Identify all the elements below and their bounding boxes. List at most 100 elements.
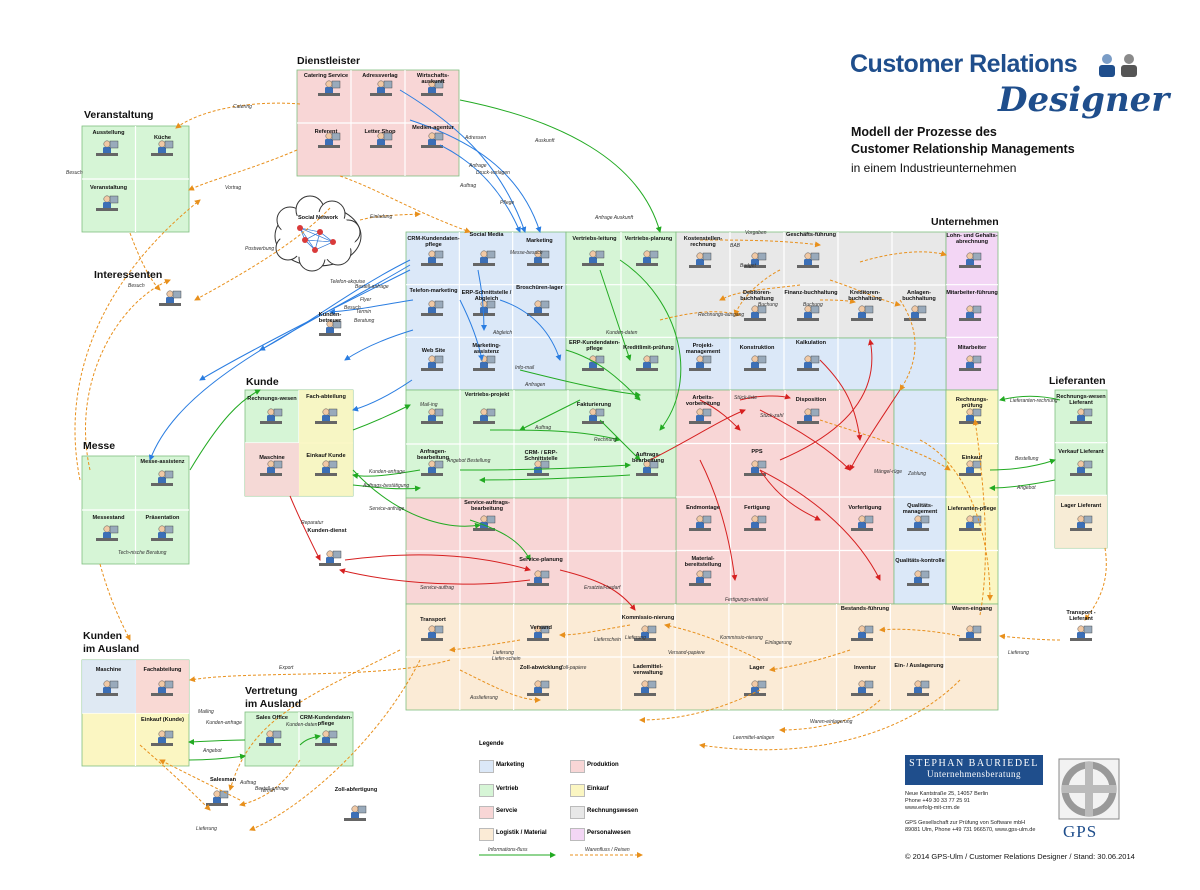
flow-arrow	[733, 269, 781, 316]
flow-label: Postwerbung	[245, 246, 275, 252]
flow-arrow	[739, 393, 791, 401]
group-unternehmen: Unternehmen	[931, 216, 999, 228]
cell-label-broschuerenlager: Broschüren-lager	[516, 285, 563, 291]
person-icon	[914, 680, 922, 688]
person-icon	[914, 515, 922, 523]
legend-swatch	[479, 806, 494, 819]
monitor-icon	[357, 805, 367, 814]
flow-arrow	[439, 144, 521, 233]
flow-label: Bestell-anfrage	[255, 786, 289, 792]
desk-icon	[527, 583, 549, 586]
group-vertretung-line2: im Ausland	[245, 698, 302, 710]
person-icon	[1077, 460, 1085, 468]
cell-label-kalkulation: Kalkulation	[795, 340, 827, 346]
flow-arrow	[139, 744, 211, 811]
gps-address: GPS Gesellschaft zur Prüfung von Softwar…	[905, 820, 1035, 834]
cell-label-adressverlag: Adressverlag	[362, 73, 398, 79]
monitor-icon	[164, 680, 174, 689]
desk-icon	[959, 421, 981, 424]
legend-swatch	[570, 784, 585, 797]
flow-arrow	[249, 659, 421, 831]
page-title-line1: Modell der Prozesse des	[851, 125, 997, 139]
flow-arrow	[779, 339, 874, 461]
monitor-icon	[649, 250, 659, 259]
flow-arrow	[1084, 547, 1107, 621]
person-icon	[966, 355, 974, 363]
cell-label-praesentation: Präsentation	[145, 515, 180, 521]
monitor-icon	[757, 680, 767, 689]
flow-label: Buchung	[803, 302, 823, 308]
page-title: Modell der Prozesse des Customer Relatio…	[851, 124, 1075, 158]
person-icon	[377, 80, 385, 88]
person-icon	[158, 140, 166, 148]
monitor-icon	[972, 355, 982, 364]
desk-icon	[907, 528, 929, 531]
gps-address-line2: 89081 Ulm, Phone +49 731 966570, www.gps…	[905, 827, 1036, 833]
desk-icon	[151, 743, 173, 746]
monitor-icon	[1083, 408, 1093, 417]
person-icon	[166, 290, 174, 298]
desk-icon	[959, 368, 981, 371]
desk-icon	[96, 208, 118, 211]
monitor-icon	[434, 80, 444, 89]
person-icon	[1077, 515, 1085, 523]
person-icon	[322, 460, 330, 468]
cell-label-lager-lieferant: Lager Lieferant	[1060, 503, 1102, 509]
legend-label: Marketing	[496, 762, 525, 768]
cell-label-zollabfertigung: Zoll-abfertigung	[334, 787, 378, 793]
monitor-icon	[109, 140, 119, 149]
monitor-icon	[649, 355, 659, 364]
cell-label-mitarbeiter: Mitarbeiter	[957, 345, 987, 351]
flow-arrow	[99, 563, 131, 641]
desk-icon	[797, 368, 819, 371]
copyright: © 2014 GPS-Ulm / Customer Relations Desi…	[905, 852, 1135, 861]
desk-icon	[797, 265, 819, 268]
flow-arrow	[699, 459, 738, 581]
desk-icon	[744, 693, 766, 696]
person-icon	[480, 515, 488, 523]
cell-label-lager: Lager	[749, 665, 765, 671]
group-kunde: Kunde	[246, 376, 279, 388]
flow-arrow	[769, 649, 851, 673]
flow-label: Bestellung	[1015, 456, 1039, 462]
flow-arrow	[359, 211, 421, 221]
desk-icon	[370, 93, 392, 96]
monitor-icon	[920, 515, 930, 524]
desk-icon	[744, 368, 766, 371]
person-icon	[966, 305, 974, 313]
flow-label: Reparatur	[301, 520, 324, 526]
network-node	[297, 225, 303, 231]
cell-label-geschaeftsfuehrung: Geschäfts-führung	[785, 232, 837, 238]
desk-icon	[797, 421, 819, 424]
desk-icon	[421, 368, 443, 371]
monitor-icon	[702, 355, 712, 364]
cell-label-lieferantenpflege: Lieferanten-pflege	[947, 506, 997, 512]
monitor-icon	[164, 525, 174, 534]
flow-label: Einlagerung	[765, 640, 792, 646]
person-icon	[966, 408, 974, 416]
flow-arrow	[344, 554, 531, 572]
monitor-icon	[649, 460, 659, 469]
desk-icon	[689, 528, 711, 531]
person-icon	[966, 252, 974, 260]
cell-label-kundenbetreuer: Kunden-betreuer	[318, 312, 342, 324]
monitor-icon	[273, 408, 283, 417]
person-icon	[158, 525, 166, 533]
flow-label: Waren-einlagerung	[810, 719, 853, 725]
person-icon	[266, 730, 274, 738]
flow-arrow	[189, 659, 451, 683]
cell-label-lademittel: Lademittel-verwaltung	[633, 664, 663, 676]
monitor-icon	[172, 290, 182, 299]
flow-label: Bestell-anfrage	[355, 284, 389, 290]
cell-label-kundendienst: Kunden-dienst	[307, 528, 347, 534]
cell-label-debitoren: Debitoren-buchhaltung	[740, 290, 774, 302]
cell-label-wirtschaftsauskunft: Wirtschafts-auskunft	[416, 73, 450, 85]
monitor-icon	[1083, 460, 1093, 469]
network-link	[304, 239, 334, 243]
legend-info-label: Informations-fluss	[488, 847, 528, 853]
monitor-icon	[273, 460, 283, 469]
person-icon	[322, 408, 330, 416]
flow-label: Abgleich	[493, 330, 513, 336]
desk-icon	[636, 368, 658, 371]
